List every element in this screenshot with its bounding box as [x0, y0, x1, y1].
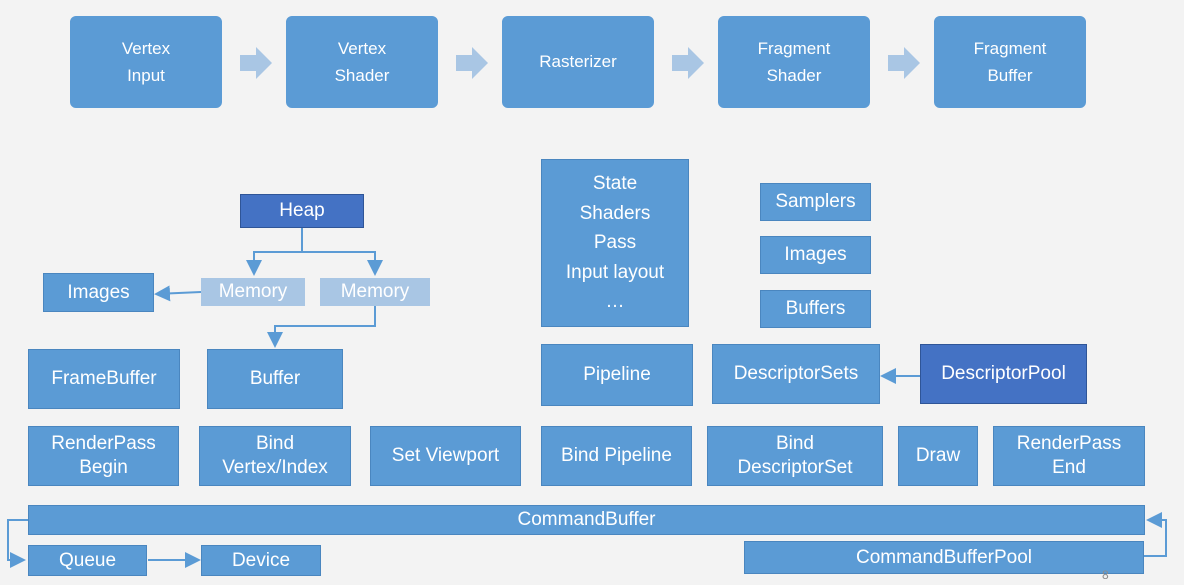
stage-vertex-input: Vertex Input [70, 16, 222, 108]
cmd-set-viewport: Set Viewport [370, 426, 521, 486]
cmd-renderpass-begin: RenderPass Begin [28, 426, 179, 486]
queue-box: Queue [28, 545, 147, 576]
heap-box: Heap [240, 194, 364, 228]
buffers-box: Buffers [760, 290, 871, 328]
device-box: Device [201, 545, 321, 576]
stage-fragment-buffer: Fragment Buffer [934, 16, 1086, 108]
pipeline-box: Pipeline [541, 344, 693, 406]
stage-fragment-shader: Fragment Shader [718, 16, 870, 108]
stage-vertex-shader: Vertex Shader [286, 16, 438, 108]
page-number: 8 [1102, 568, 1109, 582]
cmd-bind-vertex-index: Bind Vertex/Index [199, 426, 351, 486]
memory-left-box: Memory [201, 278, 305, 306]
chevron-arrow-icon [888, 47, 920, 79]
cmd-bind-descriptor-set: Bind DescriptorSet [707, 426, 883, 486]
framebuffer-box: FrameBuffer [28, 349, 180, 409]
memory-right-box: Memory [320, 278, 430, 306]
descriptor-pool-box: DescriptorPool [920, 344, 1087, 404]
images-descriptor-box: Images [760, 236, 871, 274]
pipeline-state-box: State Shaders Pass Input layout … [541, 159, 689, 327]
command-buffer-pool-box: CommandBufferPool [744, 541, 1144, 574]
chevron-arrow-icon [456, 47, 488, 79]
cmd-draw: Draw [898, 426, 978, 486]
chevron-arrow-icon [672, 47, 704, 79]
chevron-arrow-icon [240, 47, 272, 79]
cmd-renderpass-end: RenderPass End [993, 426, 1145, 486]
command-buffer-bar: CommandBuffer [28, 505, 1145, 535]
descriptor-sets-box: DescriptorSets [712, 344, 880, 404]
images-memory-box: Images [43, 273, 154, 312]
buffer-box: Buffer [207, 349, 343, 409]
samplers-box: Samplers [760, 183, 871, 221]
stage-rasterizer: Rasterizer [502, 16, 654, 108]
cmd-bind-pipeline: Bind Pipeline [541, 426, 692, 486]
